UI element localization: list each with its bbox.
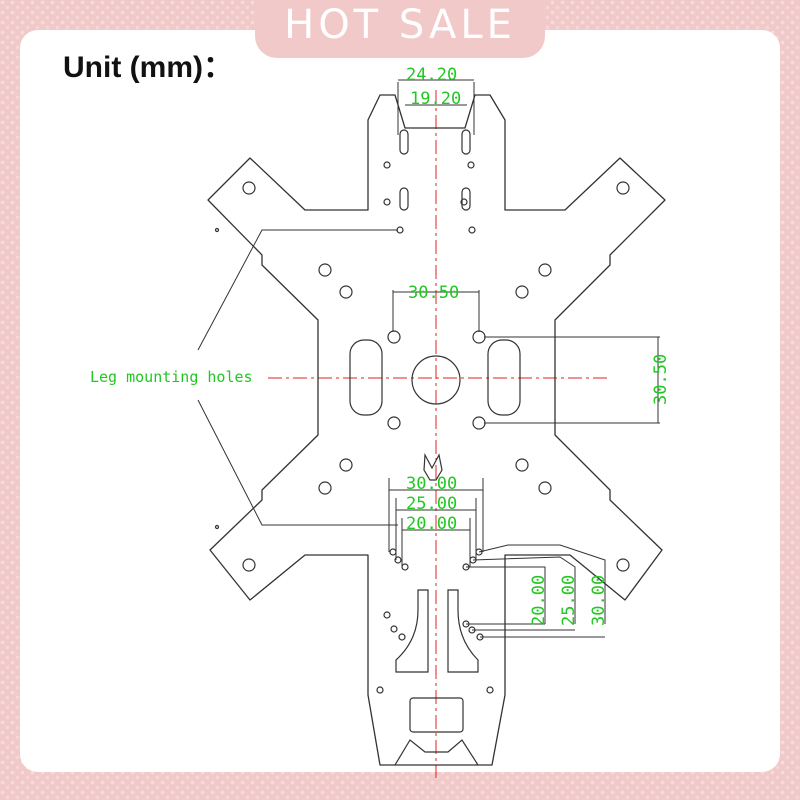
hole — [486, 686, 494, 694]
hole — [468, 226, 476, 234]
hole — [467, 161, 475, 169]
leader-lower — [197, 399, 398, 526]
ext-line — [478, 544, 606, 624]
ext-line — [472, 556, 576, 624]
leader-lines — [197, 229, 398, 526]
hole — [472, 330, 486, 344]
hole — [383, 161, 391, 169]
center-v-cutout — [423, 452, 443, 481]
hole — [515, 285, 529, 299]
dim-30-00-horizontal: 30.00 — [406, 474, 457, 494]
hole — [472, 416, 486, 430]
slot-mid-left — [399, 187, 409, 211]
hot-sale-text: HOT SALE — [284, 2, 516, 48]
dim-20-00-vertical: 20.00 — [529, 575, 549, 626]
hole — [389, 548, 397, 556]
hole — [383, 198, 391, 206]
hole — [398, 633, 406, 641]
hole — [339, 285, 353, 299]
dim-19-20: 19.20 — [410, 89, 461, 109]
lower-cutouts — [394, 452, 479, 766]
slot-center-right — [487, 339, 521, 416]
leader-upper — [197, 229, 398, 351]
hole — [538, 263, 552, 277]
dim-20-00-horizontal: 20.00 — [406, 514, 457, 534]
ext-line — [466, 566, 546, 624]
hole — [383, 611, 391, 619]
hole — [242, 558, 256, 572]
dim-25-00-horizontal: 25.00 — [406, 494, 457, 514]
hole — [318, 481, 332, 495]
left-tail-cutout — [395, 589, 429, 673]
hole — [242, 181, 256, 195]
hole — [339, 458, 353, 472]
hole — [401, 563, 409, 571]
hole — [214, 524, 220, 530]
dim-25-00-vertical: 25.00 — [559, 575, 579, 626]
hot-sale-banner — [255, 0, 545, 58]
frame-plate-outline — [207, 94, 666, 766]
slot-center-left — [349, 339, 383, 416]
hole — [394, 556, 402, 564]
hole — [616, 181, 630, 195]
hole — [616, 558, 630, 572]
slot-upper-right — [461, 129, 471, 155]
right-tail-cutout — [447, 589, 479, 673]
leg-label-bg — [85, 366, 265, 388]
hole — [460, 198, 468, 206]
center-hole — [411, 355, 461, 405]
hole — [387, 330, 401, 344]
slot-mid-right — [461, 187, 471, 211]
hole — [376, 686, 384, 694]
hole — [538, 481, 552, 495]
centerlines — [268, 90, 610, 778]
holes — [214, 161, 630, 694]
bottom-notch — [394, 739, 479, 766]
dim-30-50-vertical: 30.50 — [651, 354, 671, 405]
hole — [214, 227, 220, 233]
dim-30-50-horizontal: 30.50 — [408, 283, 459, 303]
leg-mounting-label: Leg mounting holes — [90, 368, 253, 386]
slots — [349, 129, 521, 416]
dimension-lines — [388, 79, 660, 638]
hole — [390, 625, 398, 633]
hole — [387, 416, 401, 430]
dim-30-00-vertical: 30.00 — [589, 575, 609, 626]
hole — [318, 263, 332, 277]
slot-upper-left — [399, 129, 409, 155]
unit-title: Unit (mm)： — [63, 51, 233, 84]
dim-24-20: 24.20 — [406, 65, 457, 85]
bottom-window — [409, 697, 464, 733]
content-card — [20, 30, 780, 772]
hole — [515, 458, 529, 472]
